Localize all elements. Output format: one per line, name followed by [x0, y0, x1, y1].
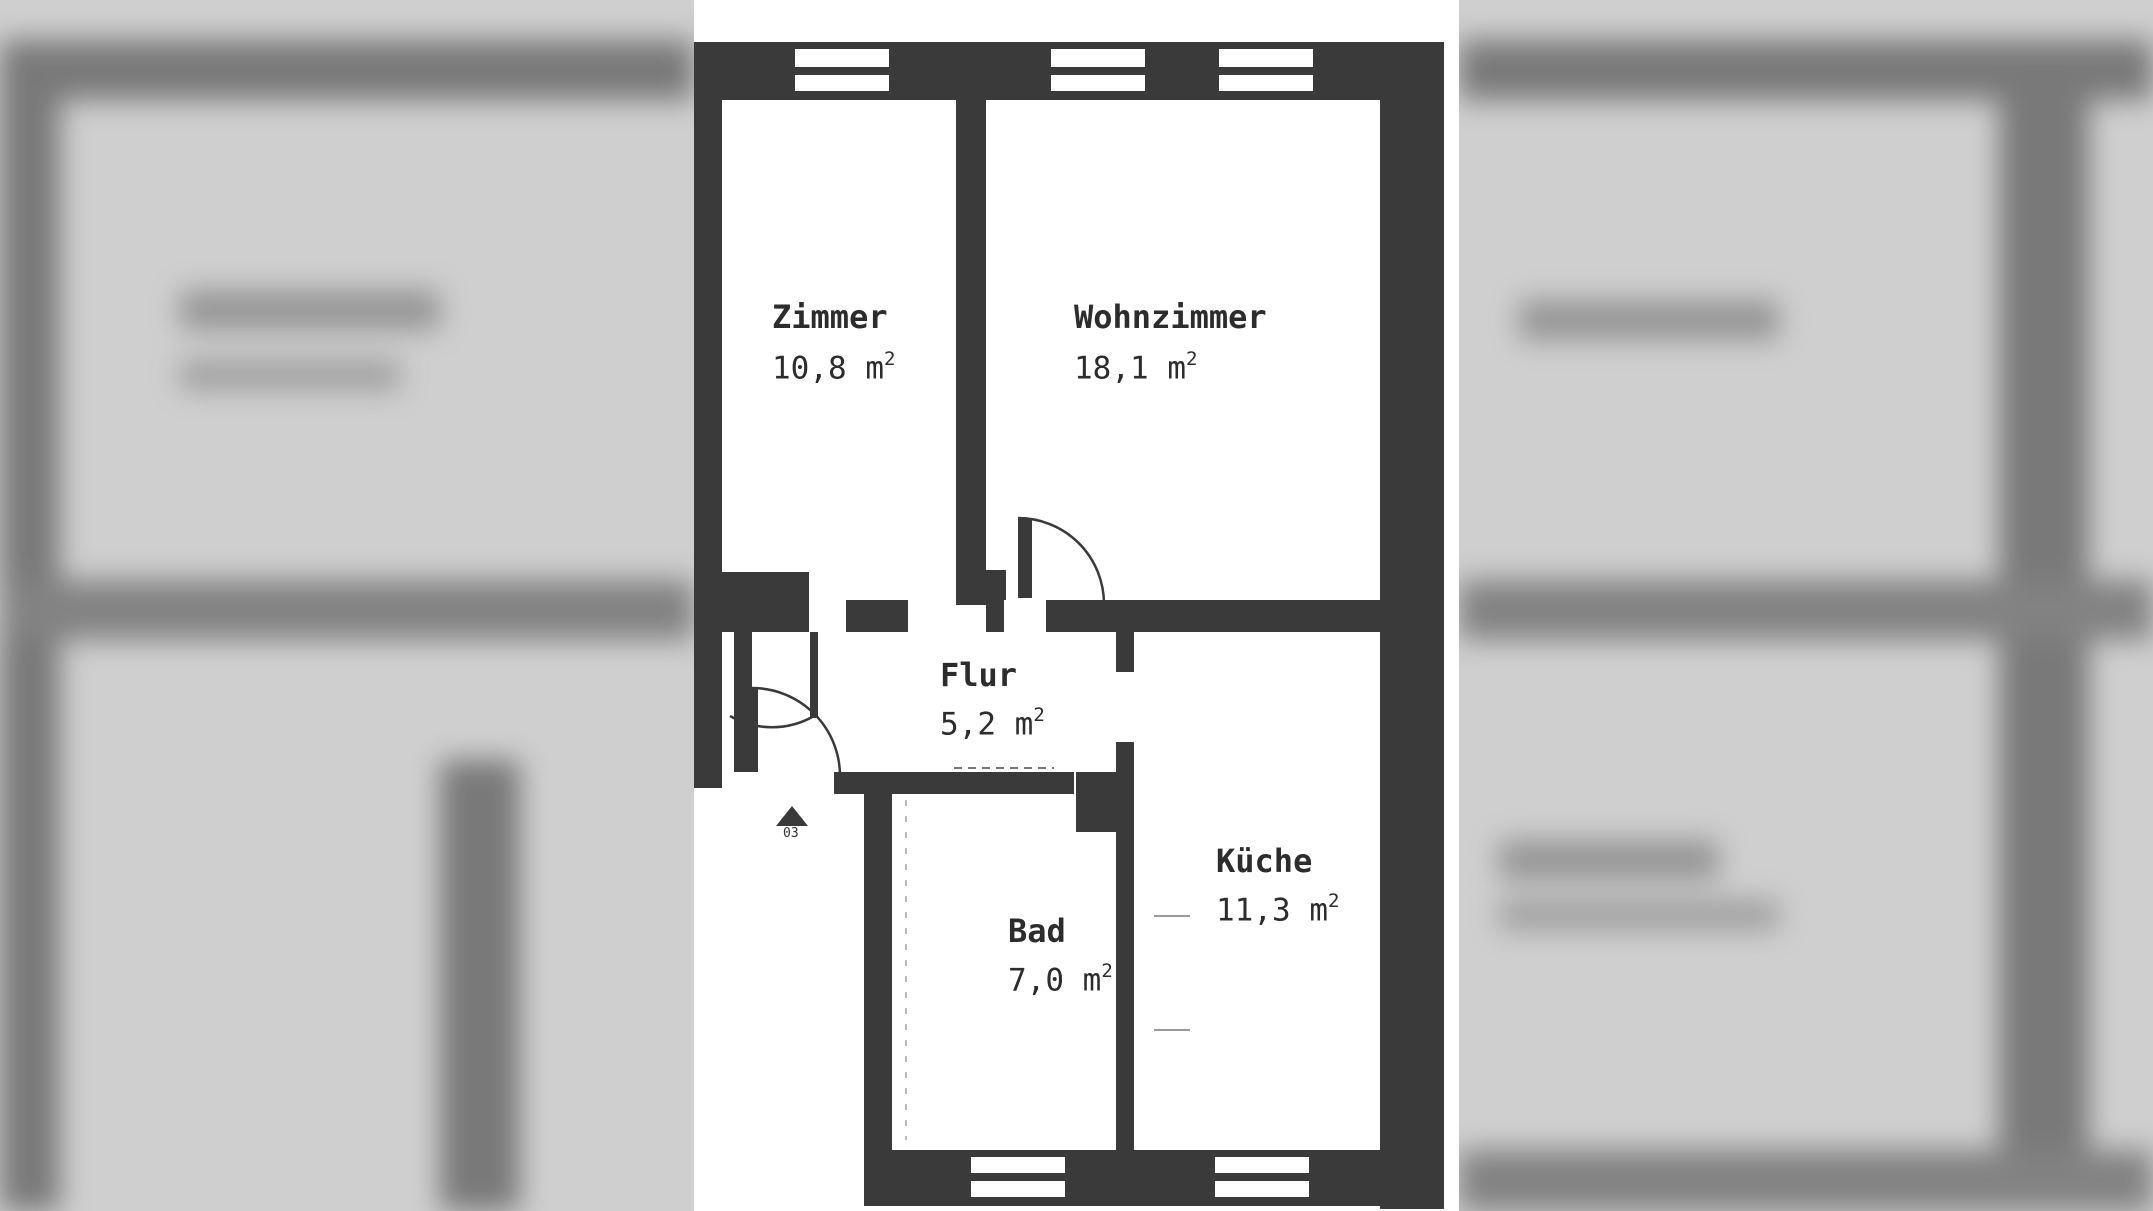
room-area: 18,1 m2: [1074, 348, 1198, 387]
room-name: Küche: [1216, 842, 1313, 880]
room-kueche: Küche 11,3 m2: [1216, 842, 1339, 928]
room-wohnzimmer: Wohnzimmer 18,1 m2: [1074, 298, 1267, 386]
wall-flur-bad: [834, 772, 1074, 794]
wohnzimmer-door-leaf: [1018, 518, 1032, 598]
window-zimmer: [793, 47, 891, 69]
wall-wohnzimmer-kueche: [1046, 600, 1380, 632]
interior-wall-zimmer-wohnzimmer: [956, 100, 986, 605]
door-entrance-arc: [751, 686, 842, 777]
right-wall: [1380, 42, 1444, 1209]
room-flur: Flur 5,2 m2: [940, 656, 1045, 742]
door-wohnzimmer-arc: [1017, 516, 1106, 605]
room-area: 5,2 m2: [940, 704, 1045, 743]
window-wohnzimmer-1: [1049, 47, 1147, 69]
window-wohnzimmer-2: [1217, 47, 1315, 69]
room-area: 7,0 m2: [1008, 960, 1113, 999]
entrance-arrow-icon: [776, 806, 808, 826]
wall-bad-kueche: [1116, 742, 1134, 1162]
window-kueche: [1213, 1155, 1311, 1175]
bottom-wall: [864, 1150, 1444, 1206]
room-bad: Bad 7,0 m2: [1008, 912, 1113, 998]
window-bad: [969, 1155, 1067, 1175]
room-area: 10,8 m2: [772, 348, 896, 387]
room-area: 11,3 m2: [1216, 890, 1340, 929]
blurred-background-left: [0, 0, 694, 1211]
floor-plan: Zimmer 10,8 m2 Wohnzimmer 18,1 m2 Flur 5…: [694, 0, 1459, 1211]
blurred-background-right: [1459, 0, 2153, 1211]
room-name: Wohnzimmer: [1074, 298, 1267, 336]
room-name: Zimmer: [772, 298, 888, 336]
room-name: Flur: [940, 656, 1018, 694]
bad-left-wall: [864, 780, 892, 1206]
room-zimmer: Zimmer 10,8 m2: [772, 298, 895, 386]
room-name: Bad: [1008, 912, 1066, 950]
entrance-label: 03: [783, 826, 799, 841]
floor-plan-drawing: [694, 42, 1444, 1209]
